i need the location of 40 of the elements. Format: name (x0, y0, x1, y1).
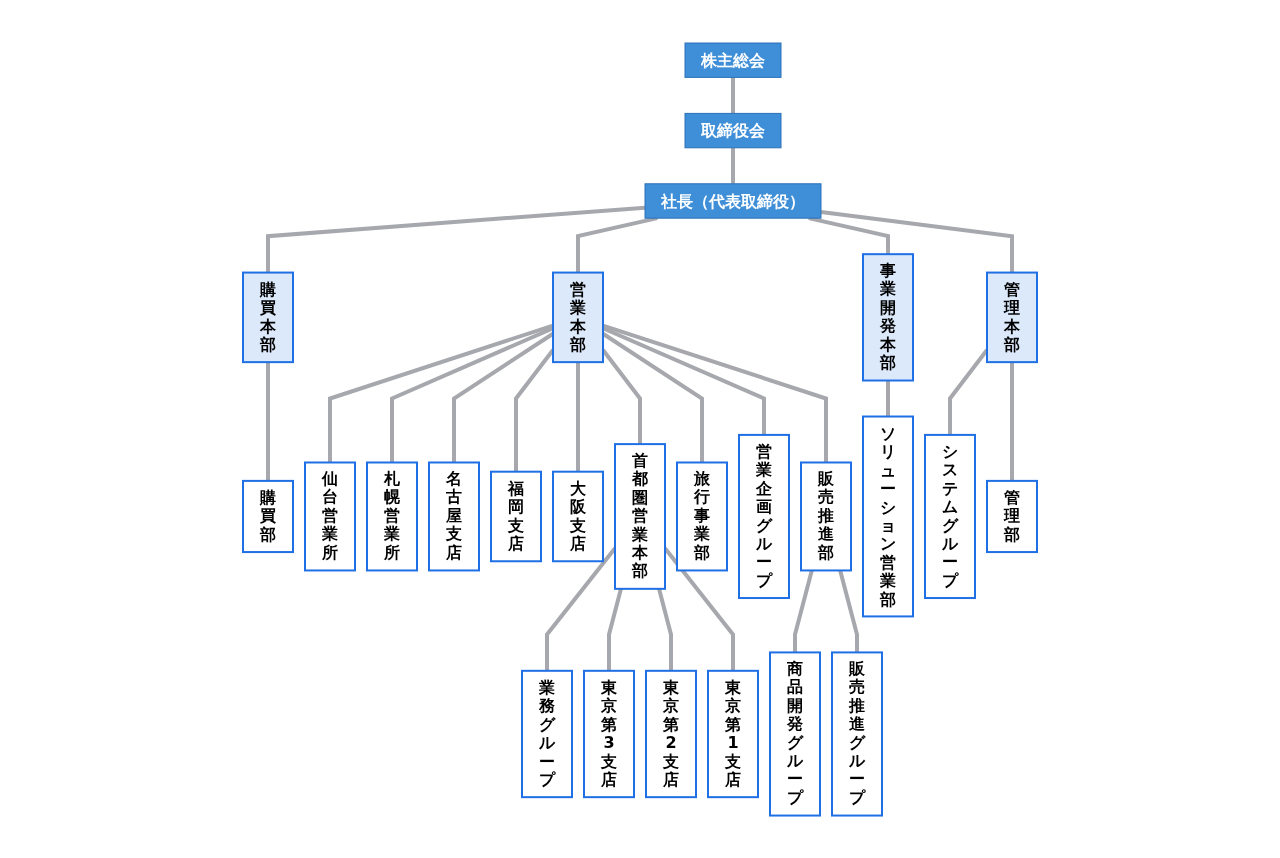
node-box: 株主総会 (684, 42, 782, 78)
connector (1010, 361, 1014, 481)
connector (820, 209, 1014, 273)
node-box: 東京第2支店 (645, 669, 697, 798)
connector (328, 323, 554, 463)
node-box: 営業企画グループ (738, 433, 790, 599)
connector (838, 569, 859, 653)
node-box: 商品開発グループ (769, 651, 821, 817)
node-box: 旅行事業部 (676, 461, 728, 572)
node-box: 大阪支店 (552, 470, 604, 562)
node-box: 管理部 (986, 479, 1038, 553)
node-box: 社長（代表取締役） (644, 183, 822, 219)
node-box: 事業開発本部 (862, 252, 914, 382)
connector (731, 147, 735, 184)
node-box: 営業本部 (552, 271, 604, 363)
connector (390, 326, 554, 463)
node-box: 福岡支店 (490, 470, 542, 562)
connector (266, 205, 646, 273)
connector (576, 361, 580, 472)
node-box: 札幌営業所 (366, 461, 418, 572)
node-box: 購買部 (242, 479, 294, 553)
node-box: 取締役会 (684, 112, 782, 148)
node-box: 東京第1支店 (707, 669, 759, 798)
node-box: 仙台営業所 (304, 461, 356, 572)
connector (731, 77, 735, 114)
node-box: 首都圏営業本部 (614, 442, 666, 590)
node-box: 購買本部 (242, 271, 294, 363)
connector (657, 588, 673, 671)
node-box: 管理本部 (986, 271, 1038, 363)
connector (793, 569, 814, 653)
connector (886, 380, 890, 417)
node-box: 販売推進部 (800, 461, 852, 572)
node-box: システムグループ (924, 433, 976, 599)
node-box: 東京第3支店 (583, 669, 635, 798)
node-box: 販売推進グループ (831, 651, 883, 817)
node-box: ソリューション営業部 (862, 415, 914, 618)
node-box: 業務グループ (521, 669, 573, 798)
connector (266, 361, 270, 481)
node-box: 名古屋支店 (428, 461, 480, 572)
connector (607, 588, 623, 671)
